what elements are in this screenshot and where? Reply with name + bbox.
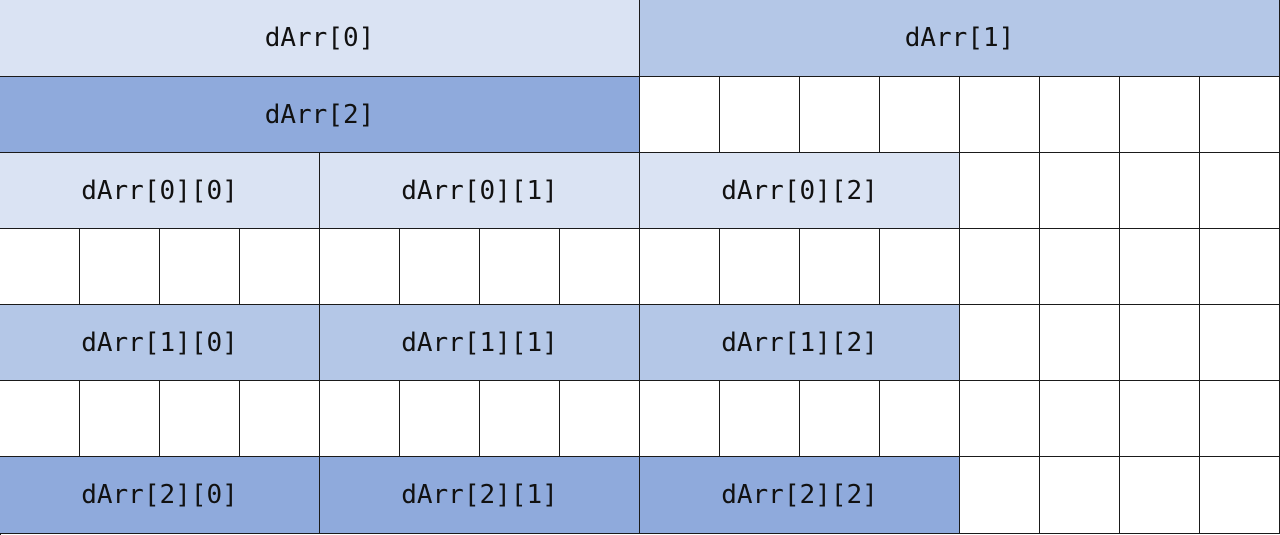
empty-memory-cell xyxy=(880,77,960,153)
empty-memory-cell xyxy=(1040,381,1120,457)
empty-memory-cell xyxy=(400,381,480,457)
array-element-label: dArr[0] xyxy=(264,23,375,53)
empty-memory-cell xyxy=(320,381,400,457)
empty-memory-cell xyxy=(80,381,160,457)
empty-memory-cell xyxy=(1200,77,1280,153)
empty-memory-cell xyxy=(0,381,80,457)
empty-memory-cell xyxy=(240,381,320,457)
empty-memory-cell xyxy=(1120,457,1200,534)
empty-memory-cell xyxy=(640,381,720,457)
array-element-block: dArr[1][1] xyxy=(320,305,640,381)
array-element-block: dArr[1][2] xyxy=(640,305,960,381)
empty-memory-cell xyxy=(1120,305,1200,381)
empty-memory-cell xyxy=(560,381,640,457)
array-element-label: dArr[1][2] xyxy=(721,327,878,358)
empty-memory-cell xyxy=(720,229,800,305)
array-element-block: dArr[2][1] xyxy=(320,457,640,534)
empty-memory-cell xyxy=(1200,153,1280,229)
array-element-label: dArr[0][0] xyxy=(81,175,238,206)
empty-memory-cell xyxy=(1040,77,1120,153)
empty-memory-cell xyxy=(720,381,800,457)
empty-memory-cell xyxy=(1040,457,1120,534)
empty-memory-cell xyxy=(800,77,880,153)
empty-memory-cell xyxy=(480,381,560,457)
empty-memory-cell xyxy=(1200,457,1280,534)
empty-memory-cell xyxy=(1120,229,1200,305)
empty-memory-cell xyxy=(1120,77,1200,153)
array-element-label: dArr[2][1] xyxy=(401,480,558,510)
empty-memory-cell xyxy=(640,229,720,305)
array-element-block: dArr[0] xyxy=(0,0,640,77)
array-element-label: dArr[2] xyxy=(264,99,375,130)
empty-memory-cell xyxy=(480,229,560,305)
empty-memory-cell xyxy=(800,381,880,457)
empty-memory-cell xyxy=(160,381,240,457)
empty-memory-cell xyxy=(1040,229,1120,305)
empty-memory-cell xyxy=(960,457,1040,534)
empty-memory-cell xyxy=(1200,229,1280,305)
array-element-label: dArr[0][1] xyxy=(401,175,558,206)
array-element-block: dArr[2] xyxy=(0,77,640,153)
empty-memory-cell xyxy=(880,229,960,305)
empty-memory-cell xyxy=(160,229,240,305)
empty-memory-cell xyxy=(960,153,1040,229)
array-element-label: dArr[1][1] xyxy=(401,327,558,358)
empty-memory-cell xyxy=(640,77,720,153)
empty-memory-cell xyxy=(560,229,640,305)
array-element-block: dArr[1][0] xyxy=(0,305,320,381)
empty-memory-cell xyxy=(400,229,480,305)
empty-memory-cell xyxy=(880,381,960,457)
empty-memory-cell xyxy=(1200,381,1280,457)
array-element-label: dArr[2][0] xyxy=(81,480,238,510)
empty-memory-cell xyxy=(1040,305,1120,381)
array-element-block: dArr[1] xyxy=(640,0,1280,77)
array-element-block: dArr[2][0] xyxy=(0,457,320,534)
array-element-block: dArr[0][2] xyxy=(640,153,960,229)
array-element-label: dArr[2][2] xyxy=(721,480,878,510)
empty-memory-cell xyxy=(720,77,800,153)
empty-memory-cell xyxy=(960,381,1040,457)
empty-memory-cell xyxy=(1120,153,1200,229)
array-element-block: dArr[0][0] xyxy=(0,153,320,229)
empty-memory-cell xyxy=(960,229,1040,305)
array-element-label: dArr[0][2] xyxy=(721,175,878,206)
empty-memory-cell xyxy=(1200,305,1280,381)
empty-memory-cell xyxy=(960,77,1040,153)
empty-memory-cell xyxy=(960,305,1040,381)
empty-memory-cell xyxy=(800,229,880,305)
array-element-label: dArr[1][0] xyxy=(81,327,238,358)
empty-memory-cell xyxy=(1040,153,1120,229)
empty-memory-cell xyxy=(320,229,400,305)
array-element-block: dArr[2][2] xyxy=(640,457,960,534)
empty-memory-cell xyxy=(80,229,160,305)
empty-memory-cell xyxy=(0,229,80,305)
array-element-block: dArr[0][1] xyxy=(320,153,640,229)
empty-memory-cell xyxy=(240,229,320,305)
array-element-label: dArr[1] xyxy=(904,23,1015,53)
empty-memory-cell xyxy=(1120,381,1200,457)
